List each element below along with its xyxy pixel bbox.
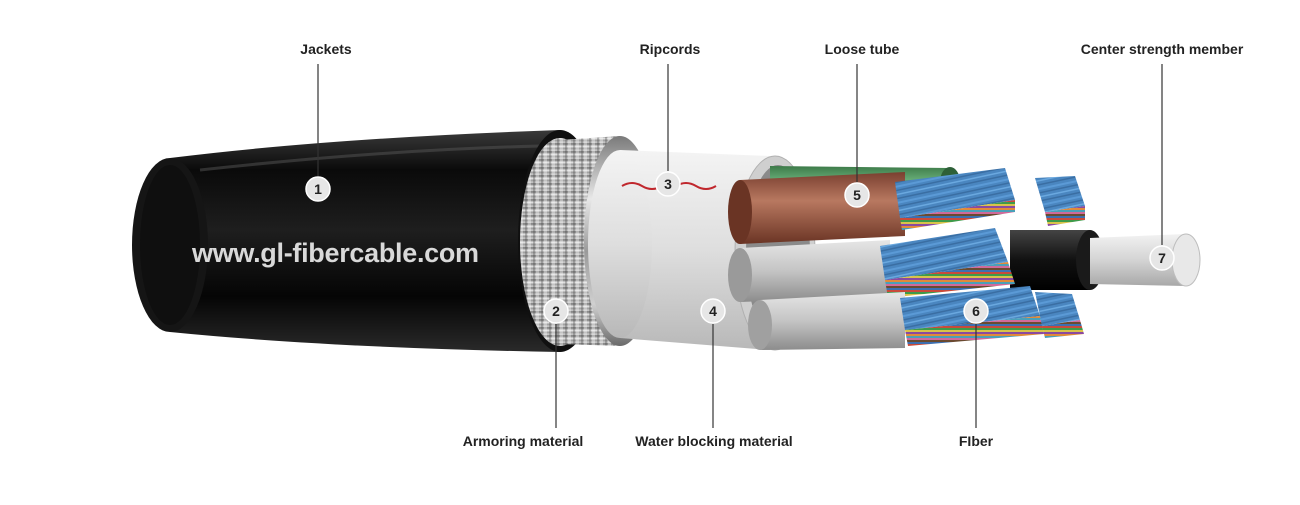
watermark-text: www.gl-fibercable.com	[191, 238, 479, 268]
svg-text:6: 6	[972, 303, 980, 319]
svg-text:7: 7	[1158, 250, 1166, 266]
callout-badge-5: 5	[845, 183, 869, 207]
label-center-strength-member: Center strength member	[1081, 41, 1244, 57]
brown-loose-tube	[728, 172, 905, 244]
label-armoring-material: Armoring material	[463, 433, 584, 449]
svg-text:5: 5	[853, 187, 861, 203]
callout-badge-2: 2	[544, 299, 568, 323]
svg-text:3: 3	[664, 176, 672, 192]
svg-text:2: 2	[552, 303, 560, 319]
svg-text:4: 4	[709, 303, 717, 319]
label-ripcords: Ripcords	[640, 41, 701, 57]
callout-badge-6: 6	[964, 299, 988, 323]
callout-badge-4: 4	[701, 299, 725, 323]
label-jackets: Jackets	[300, 41, 351, 57]
center-strength-member-part	[1090, 234, 1200, 286]
callout-badge-7: 7	[1150, 246, 1174, 270]
svg-text:1: 1	[314, 181, 322, 197]
black-filler-tube	[1010, 230, 1104, 290]
label-fiber: FIber	[959, 433, 993, 449]
label-water-blocking-material: Water blocking material	[635, 433, 792, 449]
callout-badge-1: 1	[306, 177, 330, 201]
callout-badge-3: 3	[656, 172, 680, 196]
label-loose-tube: Loose tube	[825, 41, 900, 57]
